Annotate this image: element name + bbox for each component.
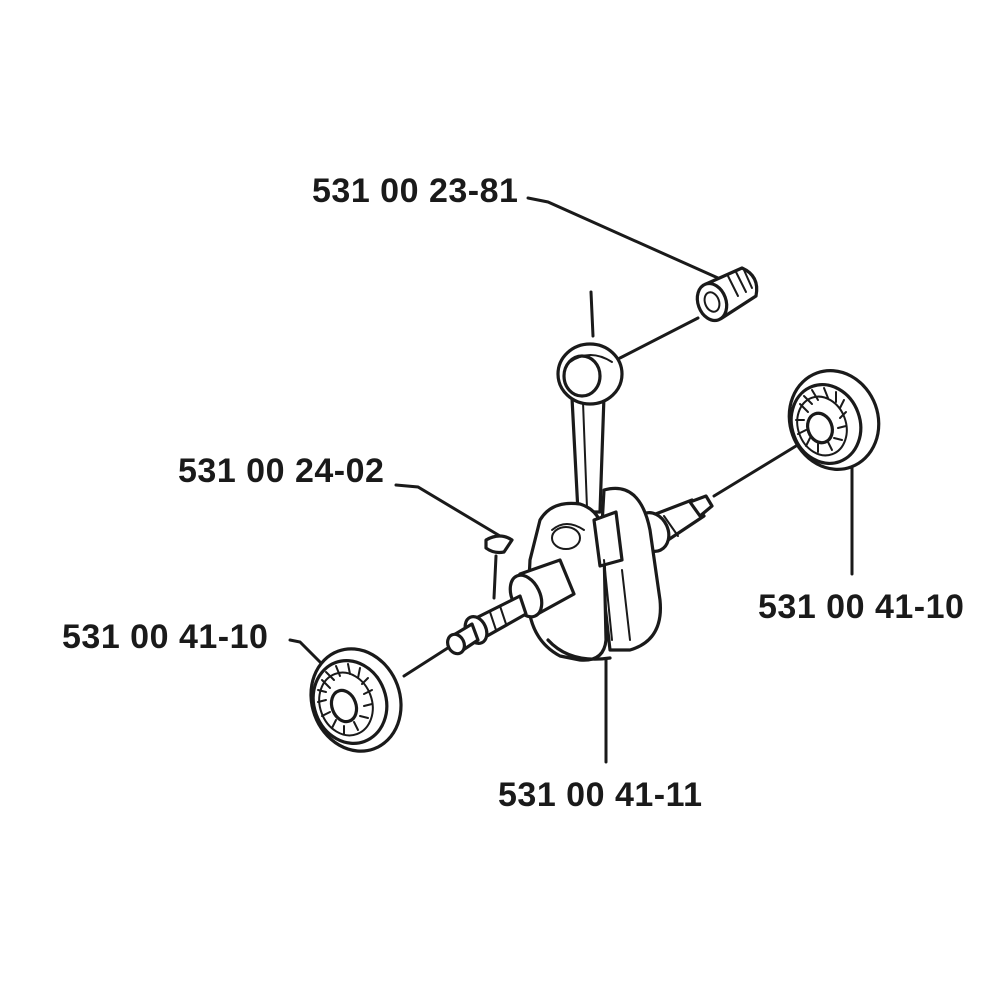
crankshaft-webs-icon — [526, 486, 663, 662]
needle-bearing-icon — [695, 266, 759, 323]
woodruff-key-icon — [484, 534, 514, 555]
leader-ball-bearing-left — [288, 638, 332, 674]
ball-bearing-left-icon — [309, 647, 403, 753]
label-ball-bearing-right: 531 00 41-10 — [758, 588, 964, 626]
leader-needle-bearing — [526, 196, 720, 280]
ball-bearing-right-icon — [787, 369, 881, 471]
crankshaft-left-shaft-icon — [446, 558, 576, 656]
connecting-rod-icon — [556, 342, 624, 514]
label-needle-bearing: 531 00 23-81 — [312, 172, 518, 210]
label-woodruff-key: 531 00 24-02 — [178, 452, 384, 490]
leader-woodruff-key — [394, 483, 502, 538]
assembly-axis-lines — [402, 290, 798, 678]
label-ball-bearing-left: 531 00 41-10 — [62, 618, 268, 656]
label-crankshaft: 531 00 41-11 — [498, 776, 703, 814]
